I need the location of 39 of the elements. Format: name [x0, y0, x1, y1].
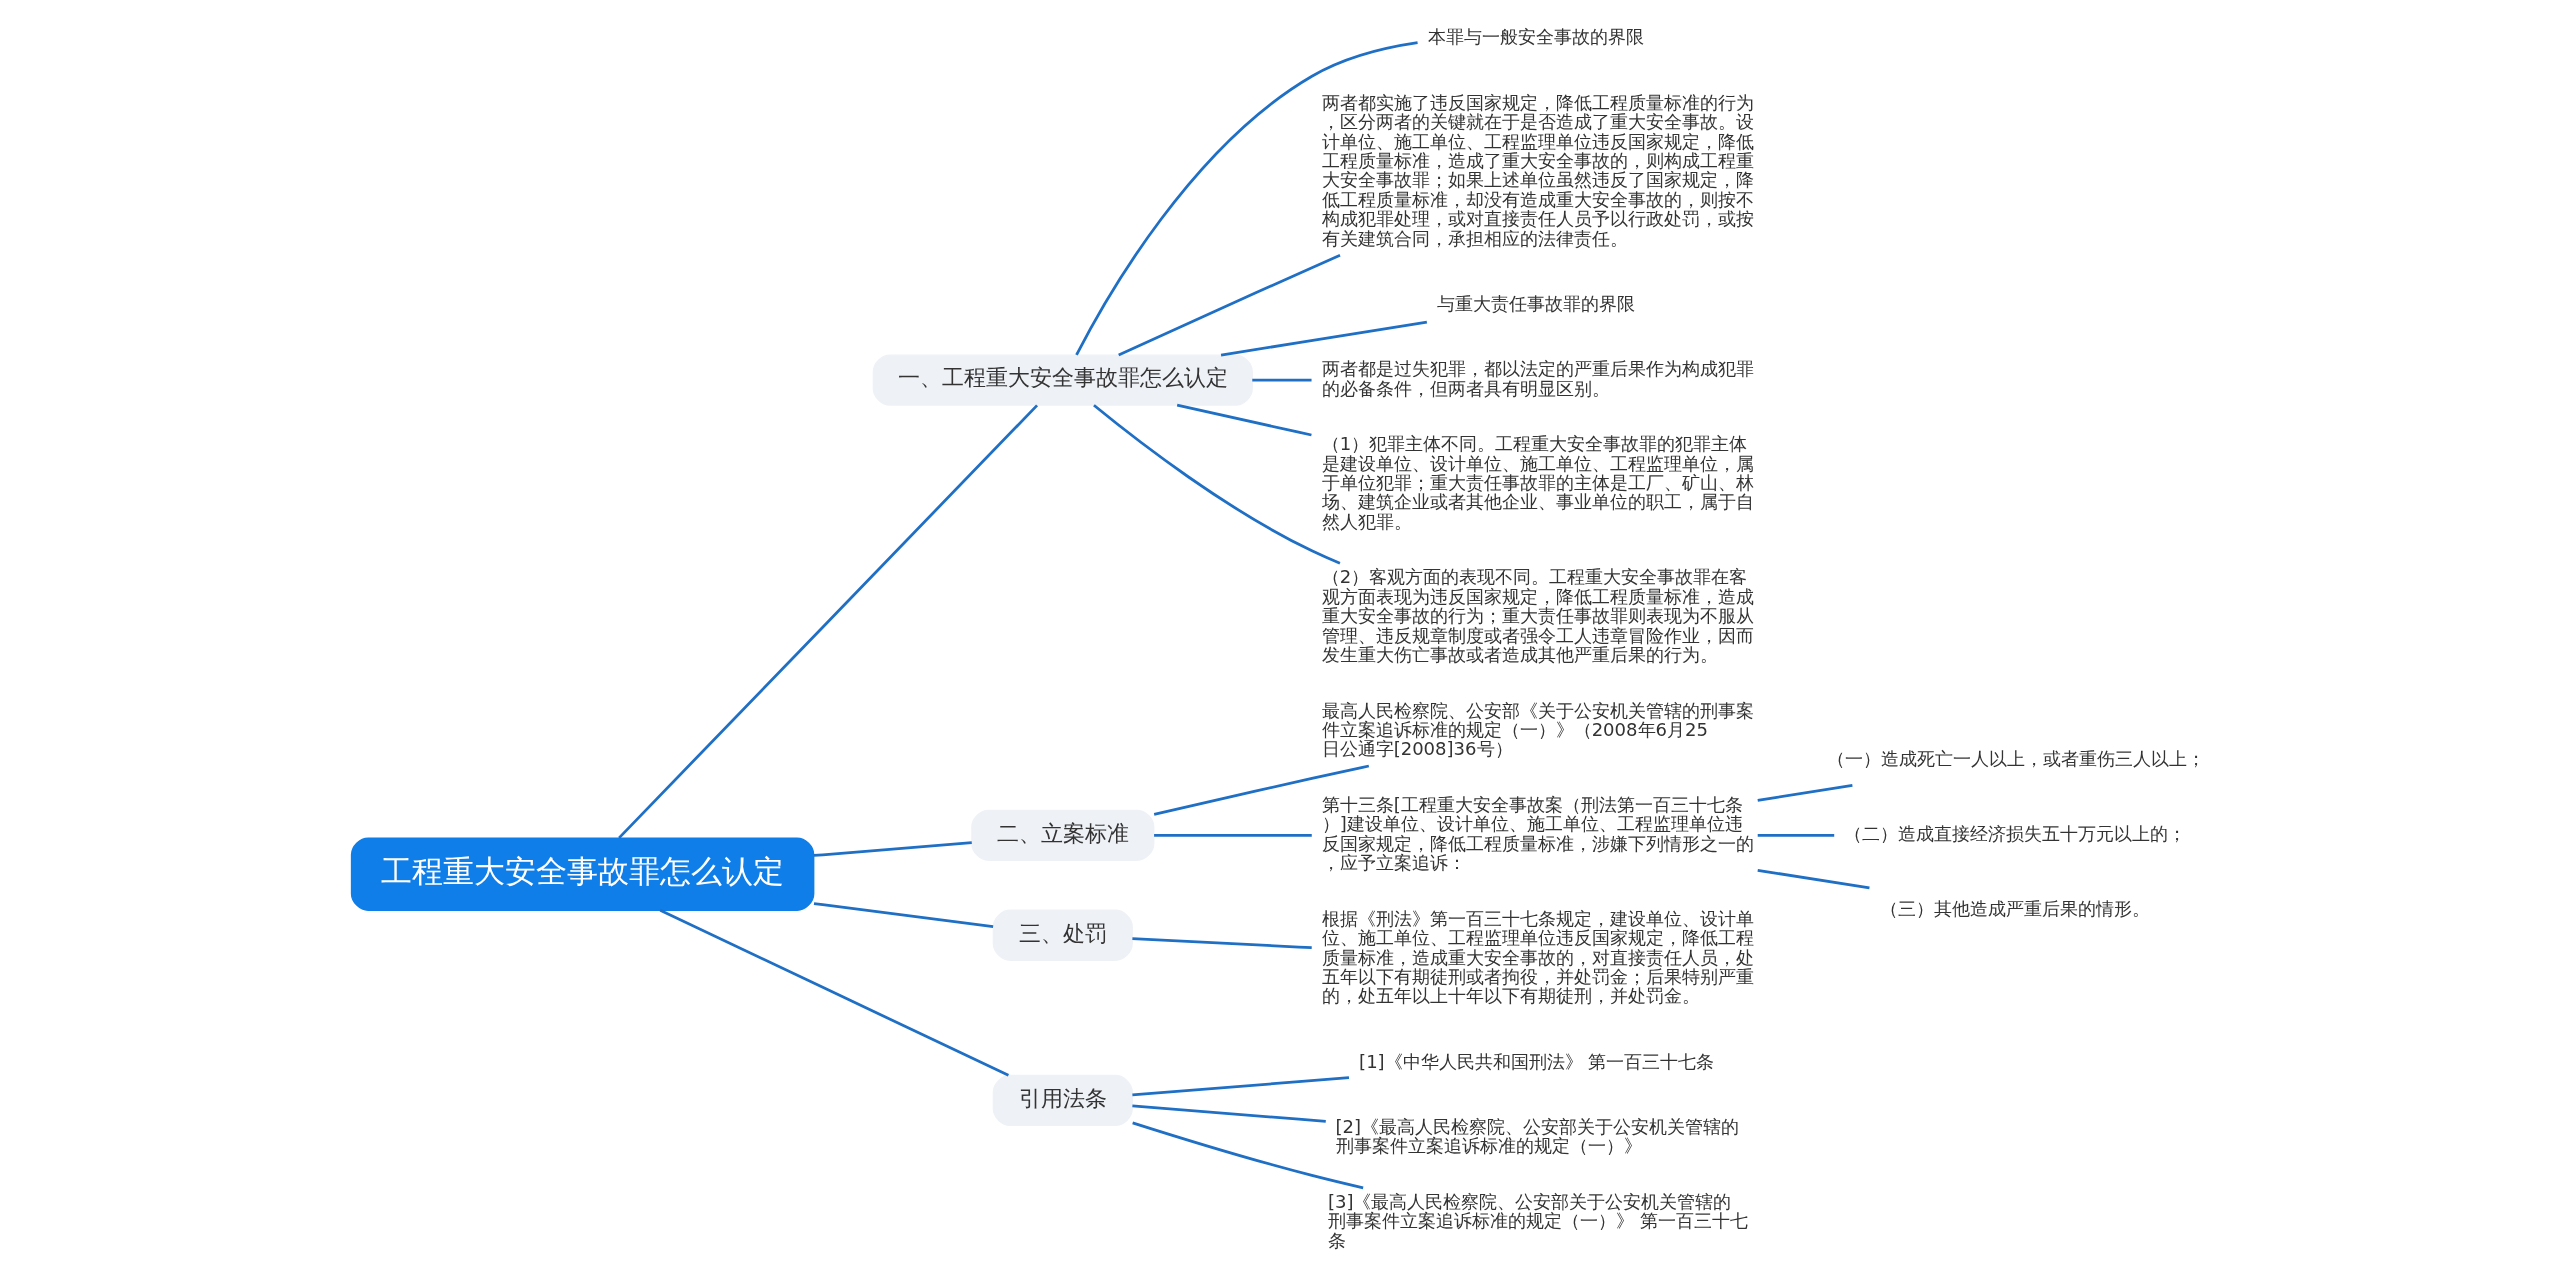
connector: [1093, 404, 1341, 565]
node-text: （一）造成死亡一人以上，或者重伤三人以上；: [1826, 748, 2205, 770]
connector: [1118, 254, 1341, 357]
node-text: [1]《中华人民共和国刑法》 第一百三十七条: [1359, 1050, 1715, 1072]
node-text: （2）客观方面的表现不同。工程重大安全事故罪在客观方面表现为违反国家规定，降低工程质量标准，造成重大安全事故的行为；重大责任事故罪则表现为不服从管理、违反规章制度或者强令工人违章冒险作业，因而发生重大伤亡事故或者造成其他严重后果的行为。: [1321, 566, 1754, 666]
node-text: [3]《最高人民检察院、公安部关于公安机关管辖的刑事案件立案追诉标准的规定（一）》 第一百三十七条: [1327, 1190, 1748, 1251]
node-box: 一、工程重大安全事故罪怎么认定: [872, 354, 1253, 406]
connector: [1132, 1076, 1350, 1097]
node-text: （二）造成直接经济损失五十万元以上的；: [1844, 823, 2187, 845]
connector: [1075, 41, 1418, 356]
connector: [1757, 868, 1870, 890]
node-text: 两者都实施了违反国家规定，降低工程质量标准的行为，区分两者的关键就在于是否造成了重大安全事故。设计单位、施工单位、工程监理单位违反国家规定，降低工程质量标准，造成了重大安全事故的，则构成工程重大安全事故罪；如果上述单位虽然违反了国家规定，降低工程质量标准，却没有造成重大安全事故的，则按不构成犯罪处理，或对直接责任人员予以行政处罚，或按有关建筑合同，承担相应的法律责任。: [1321, 91, 1754, 249]
connector: [1154, 833, 1312, 837]
connector: [1132, 1104, 1326, 1123]
connector: [618, 404, 1039, 839]
node-text: （三）其他造成严重后果的情形。: [1879, 898, 2150, 920]
node-text: 根据《刑法》第一百三十七条规定，建设单位、设计单位、施工单位、工程监理单位违反国家规定，降低工程质量标准，造成重大安全事故的，对直接责任人员，处五年以下有期徒刑或者拘役，并处罚金；后果特别严重的，处五年以上十年以下有期徒刑，并处罚金。: [1321, 907, 1754, 1007]
node-text: 最高人民检察院、公安部《关于公安机关管辖的刑事案件立案追诉标准的规定（一）》（2008年6月25日公通字[2008]36号）: [1321, 699, 1754, 760]
node-box: 三、处罚: [992, 909, 1133, 961]
connector: [1132, 1121, 1364, 1190]
node-text: [2]《最高人民检察院、公安部关于公安机关管辖的刑事案件立案追诉标准的规定（一）》: [1335, 1115, 1740, 1157]
connector: [813, 902, 994, 928]
connector: [1252, 378, 1312, 382]
node-text: （1）犯罪主体不同。工程重大安全事故罪的犯罪主体是建设单位、设计单位、施工单位、工程监理单位，属于单位犯罪；重大责任事故罪的主体是工厂、矿山、林场、建筑企业或者其他企业、事业单位的职工，属于自然人犯罪。: [1321, 433, 1754, 532]
connector: [659, 909, 1010, 1077]
node-box: 工程重大安全事故罪怎么认定: [350, 837, 815, 911]
node-text: 两者都是过失犯罪，都以法定的严重后果作为构成犯罪的必备条件，但两者具有明显区别。: [1321, 358, 1754, 399]
connector: [1220, 320, 1428, 357]
connector: [1757, 784, 1853, 802]
connector: [1153, 764, 1370, 816]
node-box: 二、立案标准: [971, 809, 1155, 862]
connector: [1132, 937, 1312, 950]
connector: [813, 841, 972, 857]
node-text: 第十三条[工程重大安全事故案（刑法第一百三十七条）]建设单位、设计单位、施工单位、工程监理单位违反国家规定，降低工程质量标准，涉嫌下列情形之一的，应予立案追诉：: [1321, 793, 1754, 874]
connector: [1176, 403, 1312, 437]
connector: [1757, 833, 1835, 837]
node-text: 与重大责任事故罪的界限: [1436, 292, 1635, 314]
node-text: 本罪与一般安全事故的界限: [1427, 26, 1644, 48]
node-box: 引用法条: [992, 1074, 1133, 1127]
